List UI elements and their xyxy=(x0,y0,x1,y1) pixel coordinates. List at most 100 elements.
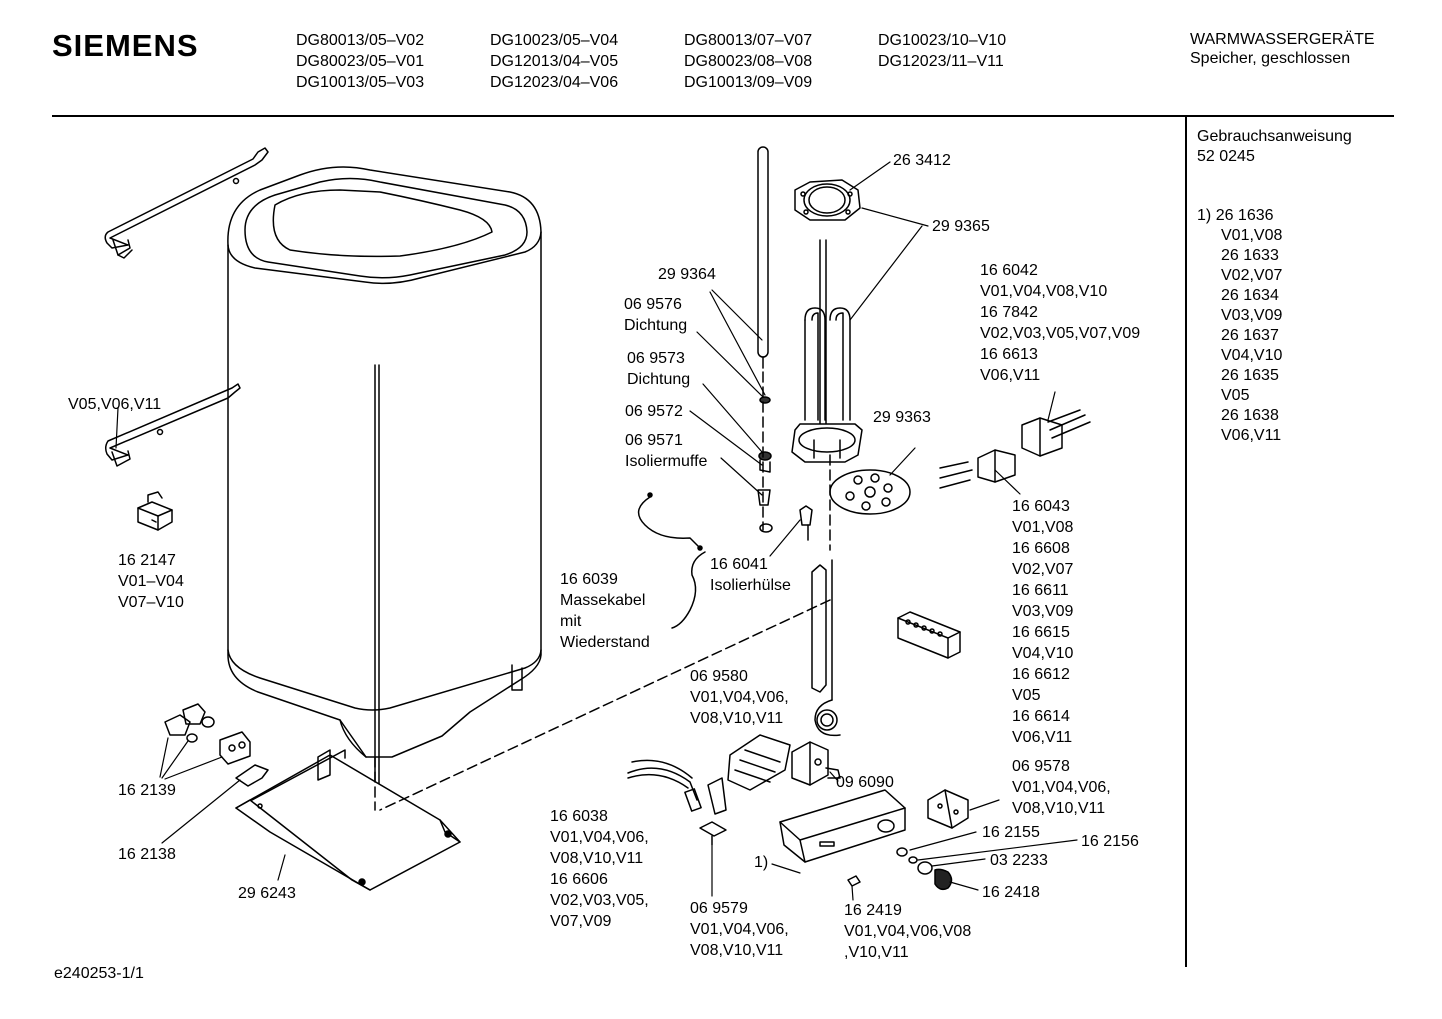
variant-list: V01,V04,V06, xyxy=(690,689,789,706)
category-title: WARMWASSERGERÄTE xyxy=(1190,31,1375,48)
model-number: DG80013/07–V07 xyxy=(684,32,813,49)
model-number: DG10013/09–V09 xyxy=(684,74,813,91)
part-number: 16 6611 xyxy=(1012,582,1069,599)
part-number: 06 9573 xyxy=(627,350,685,367)
variant-list: V01,V04,V06,V08 xyxy=(844,923,972,940)
model-column-4: DG10023/10–V10 DG12023/11–V11 xyxy=(878,30,1006,72)
footnote-part: 26 1637 xyxy=(1221,327,1279,344)
footnote-variants: V01,V08 xyxy=(1221,227,1283,244)
part-number: 06 9576 xyxy=(624,296,682,313)
thermostat-sensor xyxy=(811,559,841,737)
document-id: e240253-1/1 xyxy=(54,965,144,982)
leader-lines xyxy=(115,161,1078,901)
label-washer-032233: 03 2233 xyxy=(990,852,1048,869)
model-number: DG12023/11–V11 xyxy=(878,53,1004,70)
adjustment-knobs xyxy=(164,703,251,765)
part-number: 06 9579 xyxy=(690,900,748,917)
label-insulating-sleeve: 06 9571 Isoliermuffe xyxy=(625,430,707,472)
part-number: 16 6039 xyxy=(560,571,618,588)
model-column-1: DG80013/05–V02 DG80023/05–V01 DG10013/05… xyxy=(296,30,424,93)
sidebar-divider xyxy=(1185,115,1187,967)
mounting-bracket-bottom xyxy=(104,383,241,467)
label-insulation-plate: 29 9363 xyxy=(873,409,931,426)
header-divider xyxy=(52,115,1394,117)
model-number: DG80013/05–V02 xyxy=(296,32,425,49)
label-relay: 06 9578 V01,V04,V06, V08,V10,V11 xyxy=(1012,756,1111,819)
footnote-item: 1) 26 1636 xyxy=(1197,206,1282,226)
insulation-plate xyxy=(829,469,911,515)
label-insulating-tube: 16 6041 Isolierhülse xyxy=(710,554,791,596)
label-heating-element: 29 9365 xyxy=(932,218,990,235)
model-number: DG12023/04–V06 xyxy=(490,74,619,91)
label-ground-cable: 16 6039 Massekabel mit Wiederstand xyxy=(560,569,650,653)
footnote-part: 26 1633 xyxy=(1221,247,1279,264)
label-adjustment-knobs: 16 2139 xyxy=(118,782,176,799)
label-connector-166043: 16 6043 V01,V08 16 6608 V02,V07 16 6611 … xyxy=(1012,496,1073,748)
variant-range: V07–V10 xyxy=(118,594,184,611)
label-anode-rod: 29 9364 xyxy=(658,266,716,283)
variant-list: V01,V04,V08,V10 xyxy=(980,283,1108,300)
variant-list: V01,V08 xyxy=(1012,519,1074,536)
flange-gasket xyxy=(794,179,861,221)
footnote-part: 26 1636 xyxy=(1215,207,1274,224)
part-number: 06 9578 xyxy=(1012,758,1070,775)
thermostat-box-part xyxy=(137,491,173,531)
variant-list: V08,V10,V11 xyxy=(690,942,784,959)
thermostat-block xyxy=(727,734,791,791)
part-number: 16 6608 xyxy=(1012,540,1070,557)
part-number: 06 9571 xyxy=(625,432,683,449)
knob-and-washers xyxy=(896,847,953,891)
cable-harness xyxy=(627,759,702,812)
model-number: DG10013/05–V03 xyxy=(296,74,425,91)
category-block: WARMWASSERGERÄTE Speicher, geschlossen xyxy=(1190,30,1375,68)
manual-label: Gebrauchsanweisung xyxy=(1197,128,1352,145)
part-number: 06 9580 xyxy=(690,668,748,685)
part-name: Dichtung xyxy=(627,371,691,388)
footnote-list: 1) 26 1636 V01,V08 26 1633 V02,V07 26 16… xyxy=(1197,206,1282,446)
cable-connectors xyxy=(939,409,1091,489)
model-number: DG12013/04–V05 xyxy=(490,53,619,70)
model-number: DG80023/08–V08 xyxy=(684,53,813,70)
variant-list: V01,V04,V06, xyxy=(550,829,649,846)
part-number: 16 6038 xyxy=(550,808,608,825)
label-bottom-cover: 29 6243 xyxy=(238,885,296,902)
footnote-part: 26 1635 xyxy=(1221,367,1279,384)
brand-logo: SIEMENS xyxy=(52,28,199,63)
variant-list: V05 xyxy=(1012,687,1041,704)
category-subtitle: Speicher, geschlossen xyxy=(1190,50,1351,67)
model-number: DG10023/10–V10 xyxy=(878,32,1007,49)
part-name: Isolierhülse xyxy=(710,577,791,594)
label-regulator: 09 6090 xyxy=(836,774,894,791)
part-name: Wiederstand xyxy=(560,634,650,651)
clip-pin xyxy=(847,875,861,887)
model-number: DG80023/05–V01 xyxy=(296,53,425,70)
variant-list: V08,V10,V11 xyxy=(1012,800,1106,817)
heating-element xyxy=(791,239,863,463)
part-number: 16 6613 xyxy=(980,346,1038,363)
part-number: 16 7842 xyxy=(980,304,1038,321)
relay-part xyxy=(927,789,969,829)
footnote-part: 26 1634 xyxy=(1221,287,1279,304)
label-cable-harness: 16 6038 V01,V04,V06, V08,V10,V11 16 6606… xyxy=(550,806,649,932)
label-connector-166042: 16 6042 V01,V04,V08,V10 16 7842 V02,V03,… xyxy=(980,260,1140,386)
part-name: Dichtung xyxy=(624,317,688,334)
label-cable-clip: 16 2138 xyxy=(118,846,176,863)
label-flange-gasket: 26 3412 xyxy=(893,152,951,169)
label-knob: 16 2418 xyxy=(982,884,1040,901)
variant-list: V02,V03,V05,V07,V09 xyxy=(980,325,1141,342)
variant-list: V07,V09 xyxy=(550,913,612,930)
part-number: 16 6043 xyxy=(1012,498,1070,515)
part-name: mit xyxy=(560,613,582,630)
variant-list: V01,V04,V06, xyxy=(690,921,789,938)
part-number: 16 6612 xyxy=(1012,666,1070,683)
model-column-2: DG10023/05–V04 DG12013/04–V05 DG12023/04… xyxy=(490,30,618,93)
label-washer-162155: 16 2155 xyxy=(982,824,1040,841)
part-number: 16 6615 xyxy=(1012,624,1070,641)
water-heater-tank xyxy=(227,166,542,819)
temperature-regulator xyxy=(791,741,841,786)
label-clip-pin: 16 2419 V01,V04,V06,V08 ,V10,V11 xyxy=(844,900,971,963)
label-thermostat-block: 06 9580 V01,V04,V06, V08,V10,V11 xyxy=(690,666,789,729)
terminal-block xyxy=(897,611,961,659)
label-thermostat-box: 16 2147 V01–V04 V07–V10 xyxy=(118,550,184,613)
